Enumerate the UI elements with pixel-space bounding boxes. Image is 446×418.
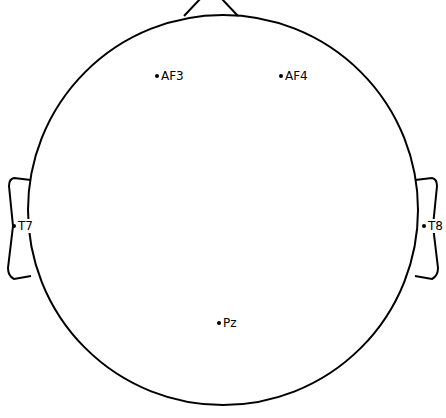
electrode-label: T8: [427, 219, 444, 233]
nose-line: [221, 0, 238, 16]
electrode-dot: [155, 74, 159, 78]
electrode-dot: [12, 224, 16, 228]
electrode-label: AF4: [284, 69, 309, 83]
electrode-label: AF3: [160, 69, 185, 83]
electrode-label: Pz: [222, 316, 238, 330]
nose-line: [184, 0, 201, 16]
electrode-dot: [279, 74, 283, 78]
electrode-dot: [422, 224, 426, 228]
head-circle: [28, 15, 418, 405]
electrode-label: T7: [17, 219, 34, 233]
electrode-dot: [217, 321, 221, 325]
